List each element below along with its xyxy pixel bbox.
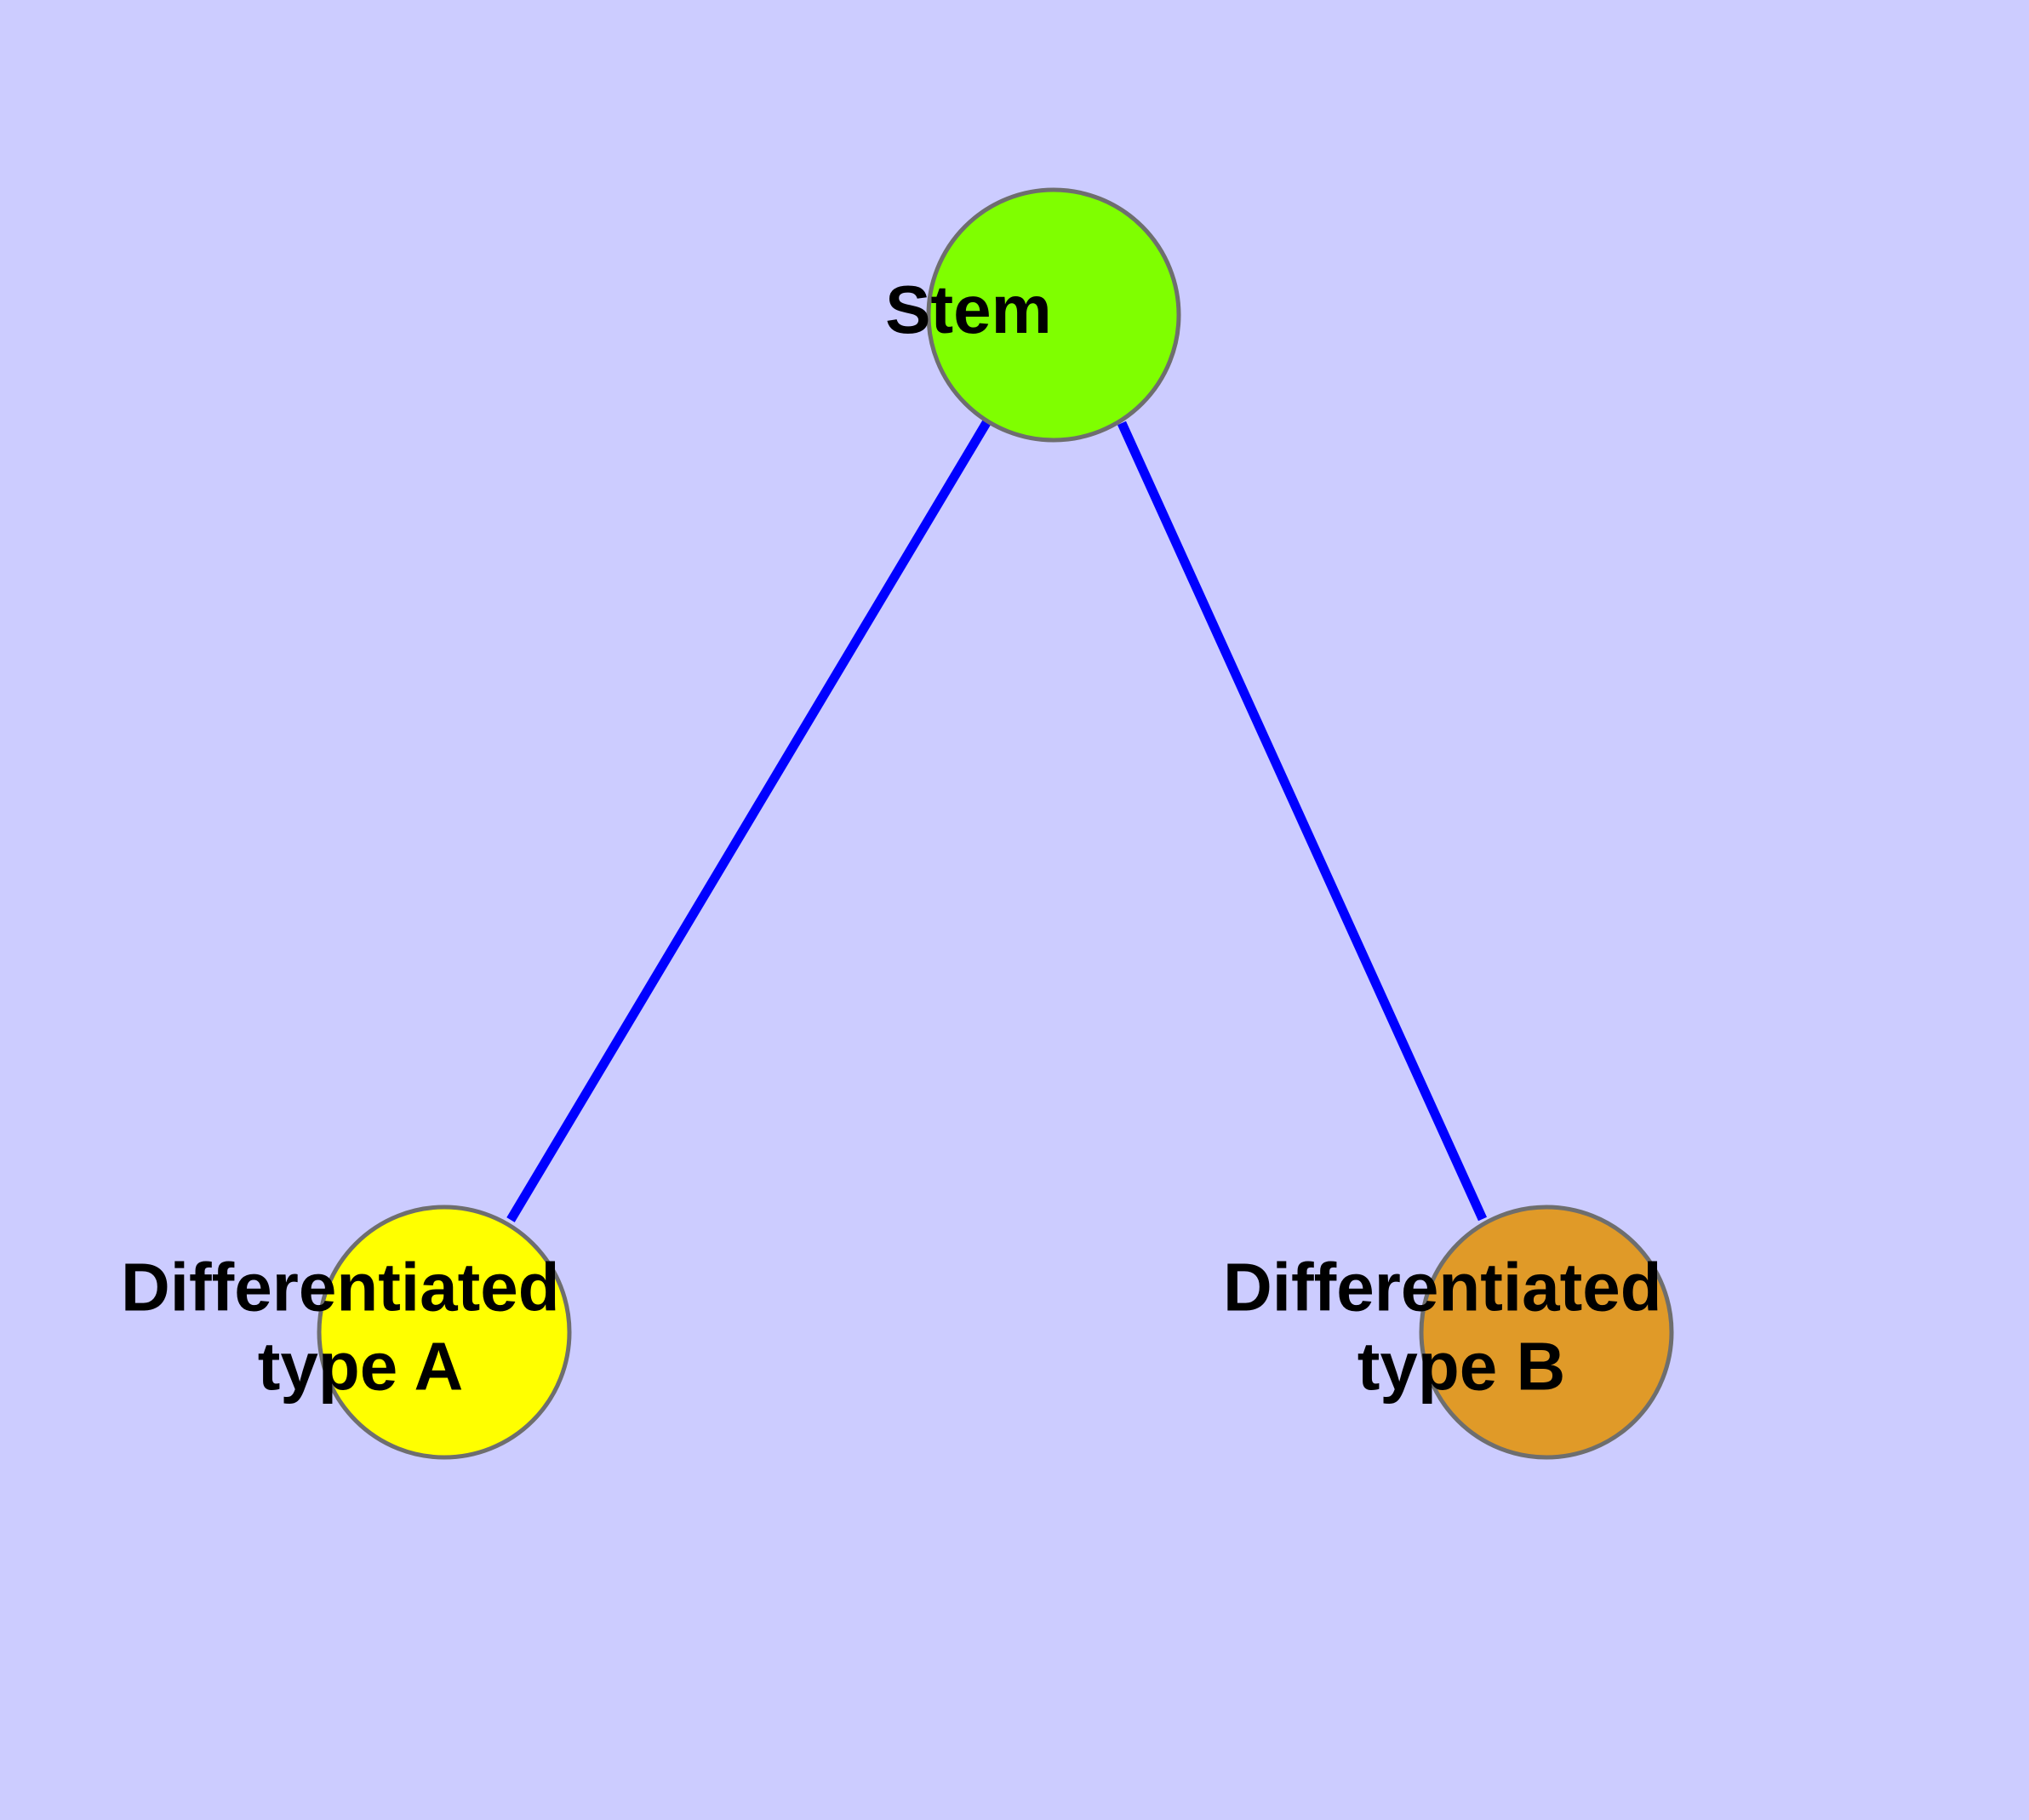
node-stem-label: Stem [885, 0, 1222, 347]
edge-stem-to-differentiated-type-b[interactable] [1117, 421, 1488, 1222]
node-differentiated-type-b-circle[interactable] [1419, 1205, 1674, 1460]
node-stem[interactable]: Stem [885, 0, 1222, 443]
edges-layer [506, 419, 1488, 1222]
node-differentiated-type-a[interactable]: Differentiated type A [121, 0, 768, 1460]
nodes-layer: Stem Differentiated type A Differentiate… [121, 0, 1870, 1460]
node-differentiated-type-a-circle[interactable] [317, 1205, 572, 1460]
node-stem-circle[interactable] [926, 187, 1181, 443]
node-differentiated-type-b-label: Differentiated type B [1223, 0, 1870, 1405]
edge-stem-to-differentiated-type-a[interactable] [506, 419, 992, 1222]
node-differentiated-type-b[interactable]: Differentiated type B [1223, 0, 1870, 1460]
node-differentiated-type-a-label: Differentiated type A [121, 0, 768, 1405]
